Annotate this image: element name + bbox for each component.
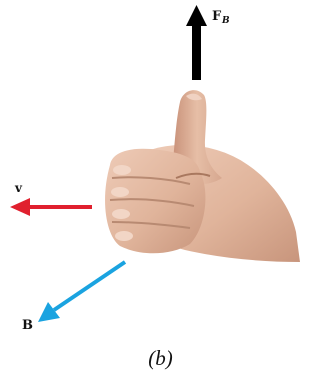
force-arrow [186, 5, 207, 80]
field-label: B [22, 318, 33, 333]
force-label: F [212, 9, 222, 24]
field-arrow [38, 262, 125, 322]
figure-caption: (b) [0, 346, 321, 371]
force-subscript: B [221, 16, 230, 26]
velocity-arrow [10, 198, 92, 216]
velocity-label: v [14, 181, 23, 195]
thumbs-up-hand [105, 90, 300, 262]
